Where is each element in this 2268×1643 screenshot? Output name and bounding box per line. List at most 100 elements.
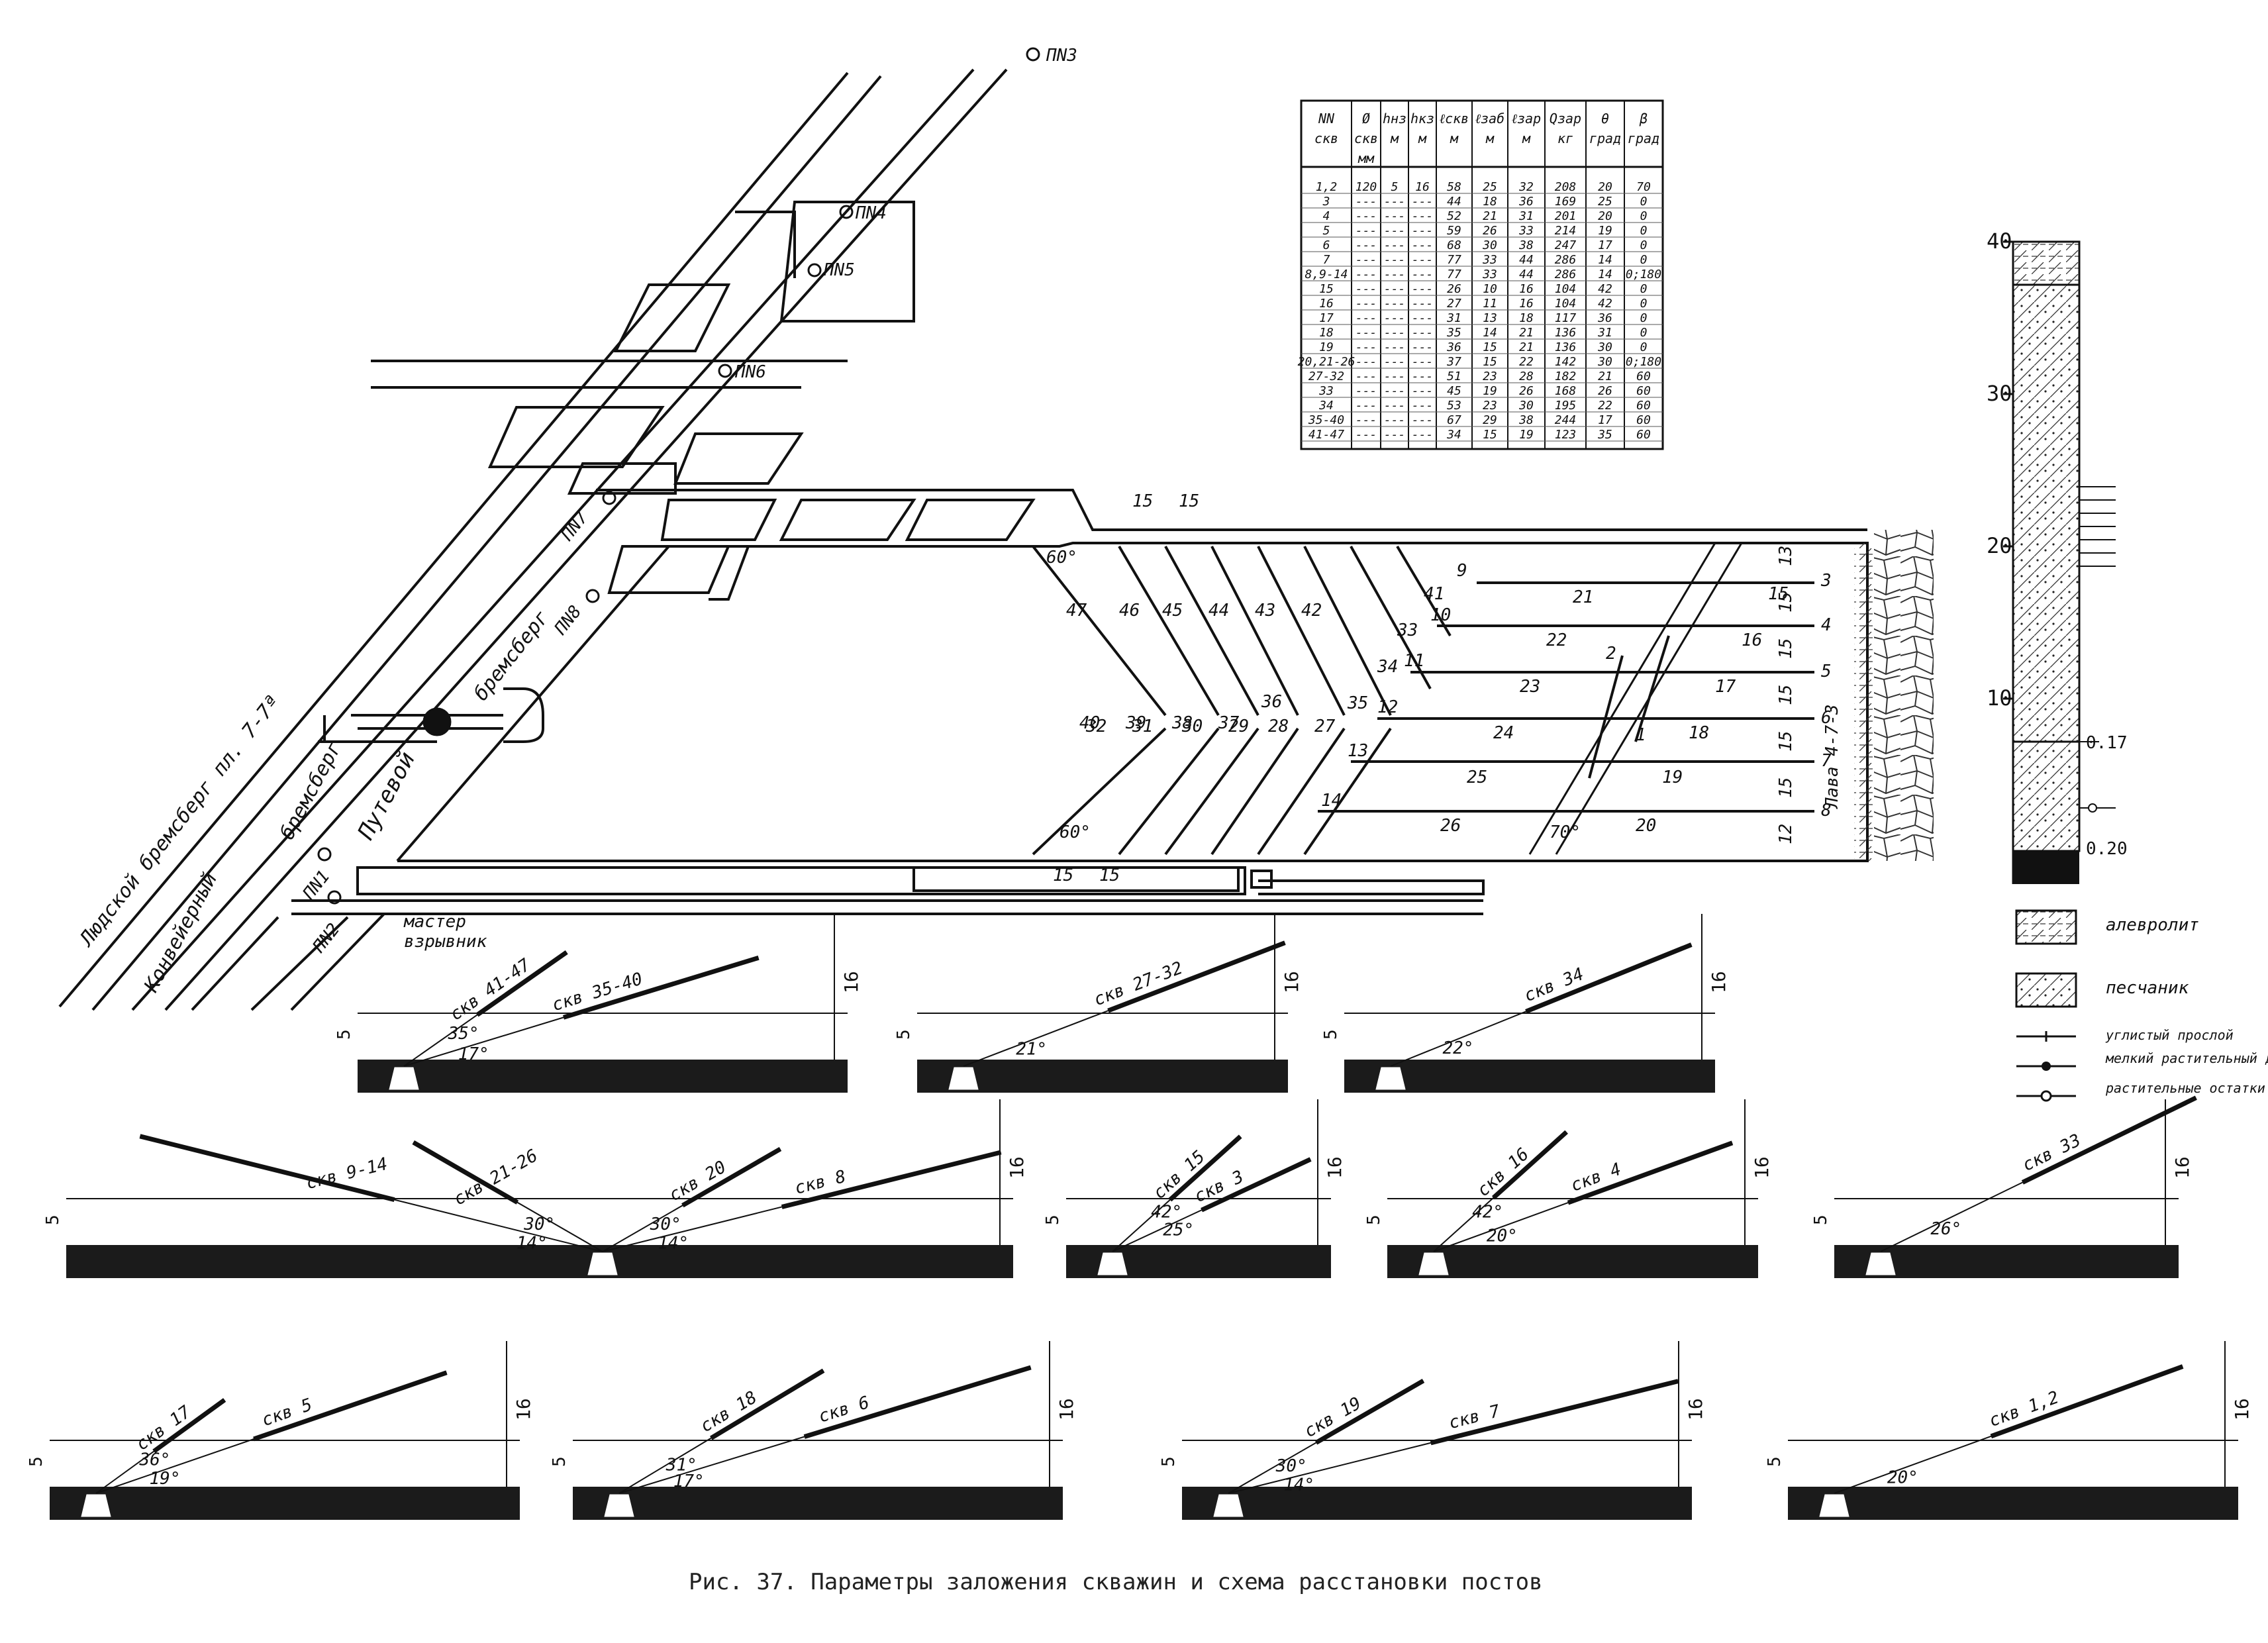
table-cell: 7 [1323,253,1330,267]
table-header: град [1628,130,1659,146]
table-cell: --- [1384,311,1406,325]
hole-line [1303,727,1392,856]
figure-caption: Рис. 37. Параметры заложения скважин и с… [689,1569,1543,1595]
table-cell: 20 [1598,180,1612,194]
table-cell: 136 [1555,340,1577,354]
coal-seam [917,1060,1288,1093]
table-cell: --- [1384,238,1406,252]
table-cell: --- [1384,224,1406,238]
column-mark: 0.20 [2086,839,2128,859]
table-cell: 60 [1636,413,1651,427]
table-cell: 30 [1597,340,1612,354]
hole-label: 12 [1377,697,1398,717]
hole-label: 6 [1821,708,1832,728]
post-marker-4 [839,205,854,219]
hole-label: 13 [1348,741,1368,761]
drill-niche [389,1067,419,1090]
table-cell: 67 [1447,413,1461,427]
hole-label: 9 [1457,561,1467,581]
hole-label: 37 [1218,713,1240,733]
hole-line [1118,545,1220,717]
hole-label: 27 [1314,717,1336,736]
post-label: ПN5 [823,260,855,280]
table-cell: 14 [1598,268,1612,281]
bottom-drift-2 [1258,879,1485,895]
table-cell: 23 [1483,399,1497,413]
spacing-label: 15 [1179,491,1199,511]
table-cell: 15 [1319,282,1334,296]
dimension-label: 5 [1364,1215,1384,1225]
hole-label: 25 [1467,768,1487,787]
table-cell: 22 [1598,399,1612,413]
table-cell: 60 [1636,384,1651,398]
bottom-block-b [1250,870,1273,889]
table-cell: 117 [1555,311,1577,325]
hole-label: 26 [1440,816,1461,836]
table-cell: 44 [1519,253,1534,267]
table-cell: 68 [1447,238,1461,252]
table-header: hнз [1383,111,1406,126]
level-drift-top [596,489,1867,531]
hole-charge [781,1150,1002,1209]
master-label: взрывник [404,932,487,952]
drill-niche [81,1494,111,1517]
hole-line [1257,727,1346,856]
hole-charge [1107,940,1286,1013]
table-cell: 59 [1447,224,1461,238]
hole-charge [681,1146,782,1208]
table-cell: 286 [1555,253,1577,267]
hole-label: 21 [1573,587,1593,607]
post-label: ПN3 [1046,46,1077,66]
post-label: ПN4 [855,203,887,223]
table-cell: --- [1384,268,1406,281]
table-cell: --- [1412,238,1434,252]
table-cell: 44 [1519,268,1534,281]
dimension-label: 16 [513,1398,534,1420]
table-cell: 104 [1555,297,1577,311]
table-cell: 33 [1318,384,1334,398]
legend-label: алевролит [2106,915,2199,935]
angle-label: 21° [1016,1040,1047,1060]
table-cell: 36 [1446,340,1461,354]
table-cell: 28 [1519,370,1534,383]
bremsberg-tail [318,715,437,743]
post-label: ПN8 [550,602,585,639]
table-cell: --- [1412,253,1434,267]
drift-left-a [58,72,849,1008]
drill-niche [1819,1494,1849,1517]
table-cell: 30 [1482,238,1497,252]
column-sand-low [2012,740,2081,852]
hole-charge [139,1134,395,1203]
table-cell: --- [1412,195,1434,209]
table-cell: 41-47 [1308,428,1344,442]
table-header: hкз [1410,111,1434,126]
legend-label: песчаник [2106,978,2189,998]
table-cell: 0 [1640,282,1648,296]
hole-line [1032,727,1167,856]
table-cell: --- [1356,209,1377,223]
hole-label: 35 [1347,693,1368,713]
hole-line [1032,545,1167,717]
post-markers [317,47,1040,905]
drill-niche [587,1252,618,1275]
table-cell: 60 [1636,370,1651,383]
table-cell: --- [1384,384,1406,398]
angle-label: 20° [1887,1468,1918,1487]
hole-charge [1201,1157,1312,1213]
table-header: Qзар [1550,111,1581,126]
table-cell: 25 [1598,195,1612,209]
hole-label: 4 [1821,615,1832,635]
table-cell: --- [1384,253,1406,267]
angle-label: 42° [1151,1202,1182,1222]
angle-label: 70° [1550,822,1581,842]
table-cell: 5 [1391,180,1399,194]
table-cell: --- [1412,428,1434,442]
post-label: ПN6 [734,362,766,382]
hole-charge [1168,1134,1242,1202]
table-cell: --- [1356,268,1377,281]
dimension-label: 5 [1321,1029,1341,1040]
